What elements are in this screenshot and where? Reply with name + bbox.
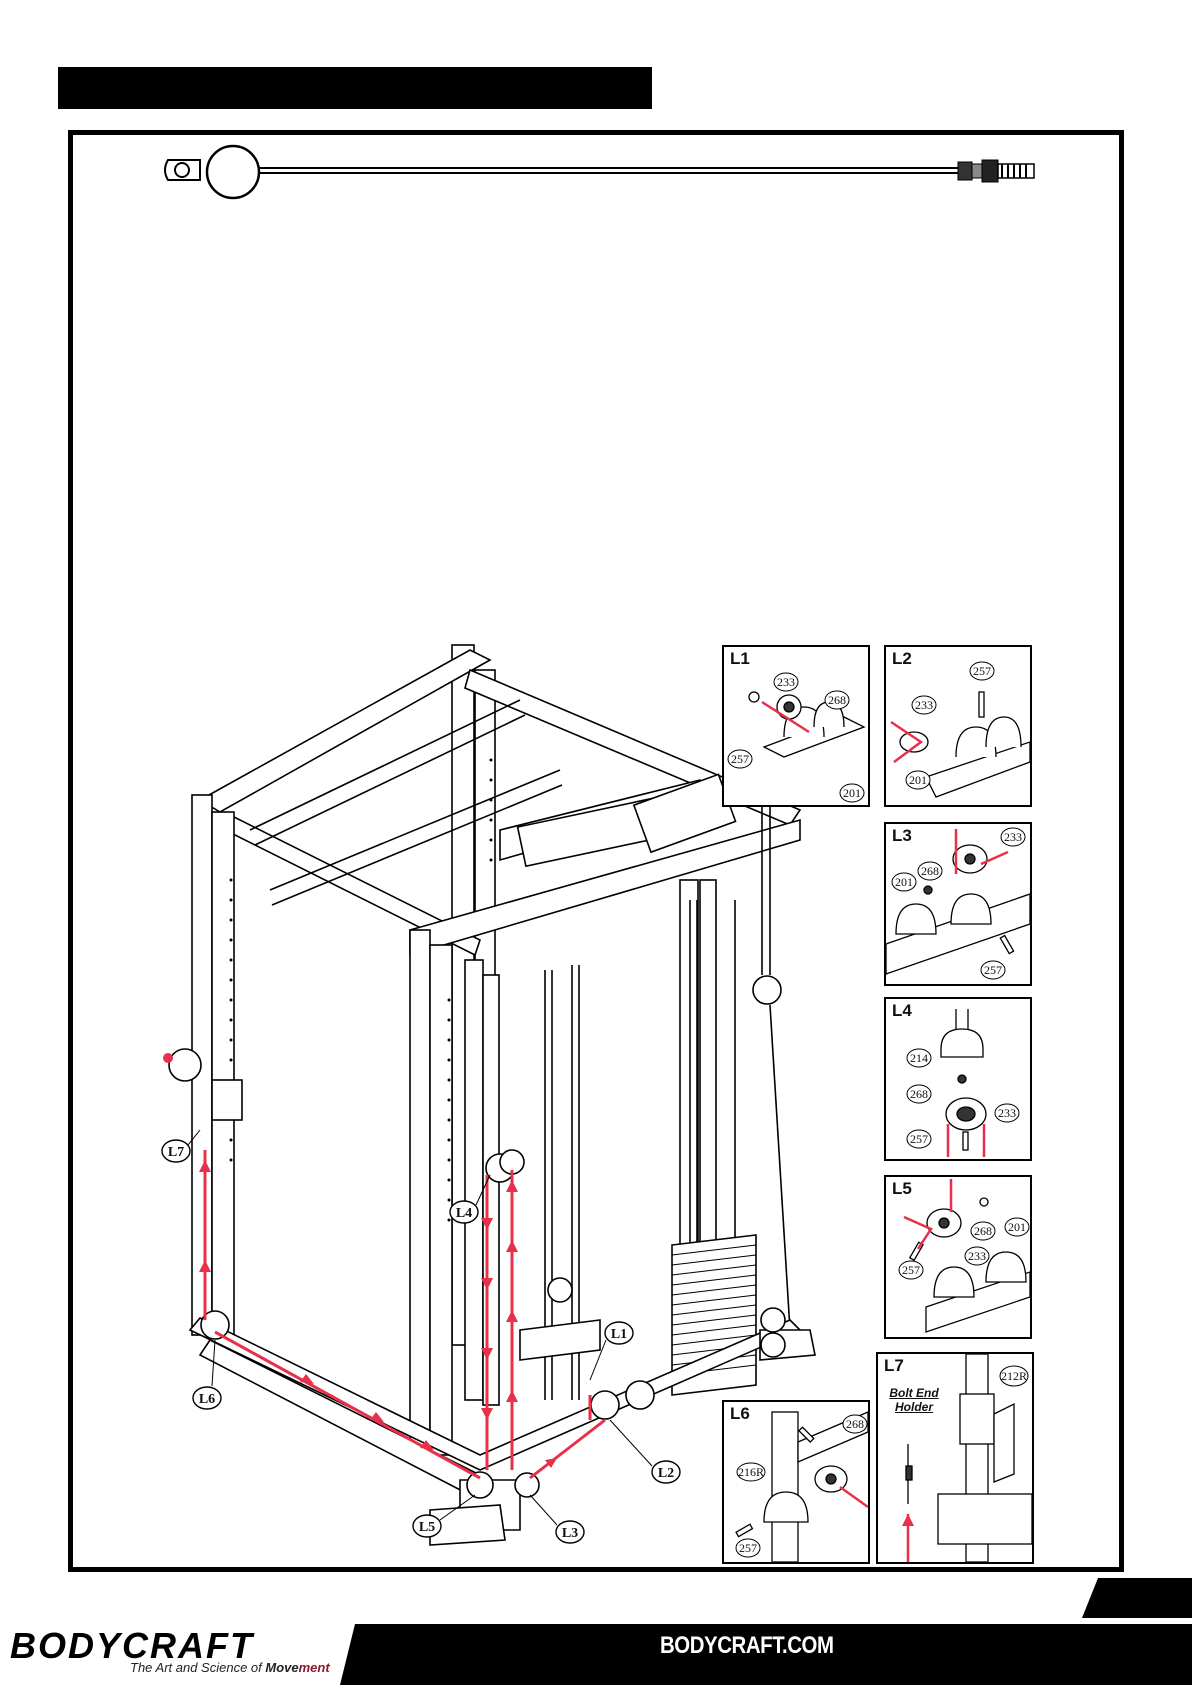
part-number: 268: [828, 693, 846, 707]
inset-L2: L2 257 233 201: [884, 645, 1032, 807]
part-number: 268: [974, 1224, 992, 1238]
tagline-ment: ment: [299, 1660, 330, 1675]
callout-L2: L2: [658, 1466, 674, 1481]
part-number: 201: [909, 773, 927, 787]
part-number: 212R: [1001, 1369, 1027, 1383]
part-number: 201: [895, 875, 913, 889]
part-number: 257: [902, 1263, 920, 1277]
inset-L6: L6 268 216R 257: [722, 1400, 870, 1564]
inset-L4: L4 214 268 233 257: [884, 997, 1032, 1161]
part-number: 268: [846, 1417, 864, 1431]
part-number: 233: [998, 1106, 1016, 1120]
website-link[interactable]: BODYCRAFT.COM: [660, 1632, 834, 1660]
callout-L5: L5: [419, 1520, 435, 1535]
inset-L7: L7 Bolt End Holder 212R: [876, 1352, 1034, 1564]
callout-L3: L3: [562, 1526, 578, 1541]
part-number: 268: [921, 864, 939, 878]
callout-L1: L1: [611, 1327, 627, 1342]
part-number: 201: [843, 786, 861, 800]
brand-tagline: The Art and Science of Movement: [130, 1660, 330, 1675]
callout-L4: L4: [456, 1206, 472, 1221]
inset-L3: L3 233 268 201 257: [884, 822, 1032, 986]
part-number: 268: [910, 1087, 928, 1101]
inset-L1: L1 233 268 257 201: [722, 645, 870, 807]
tagline-prefix: The Art and Science of: [130, 1660, 265, 1675]
part-number: 216R: [738, 1465, 764, 1479]
part-number: 257: [739, 1541, 757, 1555]
part-number: 233: [1004, 830, 1022, 844]
tagline-move: Move: [265, 1660, 298, 1675]
inset-L5: L5 268 201 233 257: [884, 1175, 1032, 1339]
callout-L6: L6: [199, 1392, 215, 1407]
part-number: 257: [973, 664, 991, 678]
part-number: 233: [968, 1249, 986, 1263]
part-number: 257: [731, 752, 749, 766]
part-number: 257: [984, 963, 1002, 977]
part-number: 214: [910, 1051, 928, 1065]
part-number: 233: [777, 675, 795, 689]
callout-L7: L7: [168, 1145, 184, 1160]
part-number: 233: [915, 698, 933, 712]
part-number: 201: [1008, 1220, 1026, 1234]
part-number: 257: [910, 1132, 928, 1146]
